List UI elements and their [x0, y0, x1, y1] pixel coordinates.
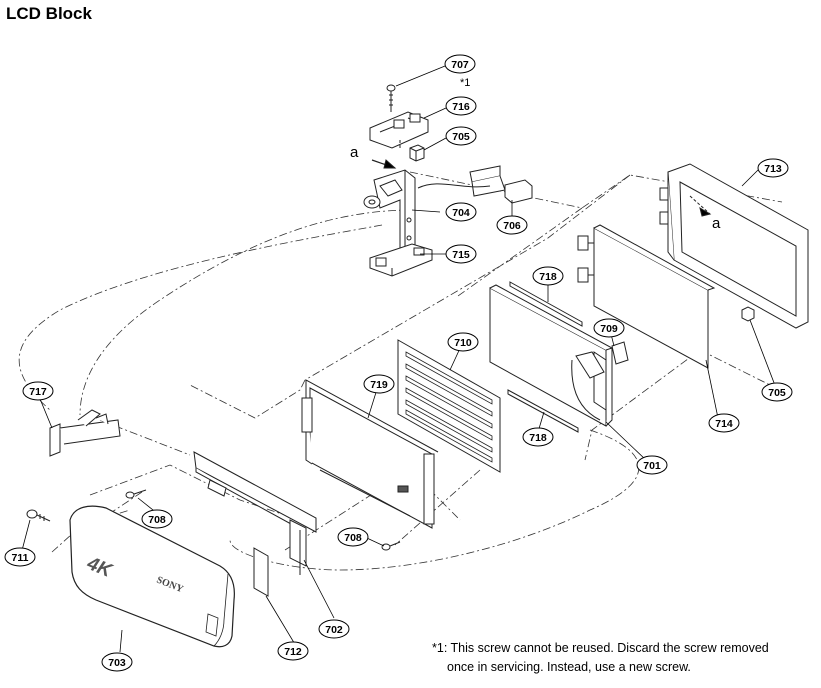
- flex-cable-706-icon: [417, 165, 533, 204]
- callout-p707: 707: [444, 54, 476, 74]
- callout-p704: 704: [445, 202, 477, 222]
- callout-label: 707: [451, 59, 469, 71]
- callout-p705a: 705: [445, 126, 477, 146]
- callout-label: 702: [325, 624, 343, 636]
- callout-p719: 719: [363, 374, 395, 394]
- callout-label: 718: [539, 271, 557, 283]
- callout-bubble: [445, 202, 477, 222]
- bracket-717-icon: [49, 409, 121, 457]
- footnote-line-2: once in servicing. Instead, use a new sc…: [447, 660, 691, 674]
- heat-sheet-710-icon: [397, 339, 501, 473]
- sheet-718-lower-icon: [507, 389, 579, 433]
- footnote-line-1: *1: This screw cannot be reused. Discard…: [432, 641, 769, 655]
- callout-label: 718: [529, 432, 547, 444]
- screw-708-left-icon: [125, 489, 147, 499]
- part-callouts: 707 716 705 704 706 715 713 718 709 710 705 717 719 7…: [4, 54, 793, 672]
- sheet-718-upper-icon: [509, 281, 583, 327]
- ref-a-right: a: [712, 215, 721, 232]
- hinge-block-704-icon: [363, 169, 416, 255]
- callout-bubble: [22, 381, 54, 401]
- callout-label: 701: [643, 460, 661, 472]
- callout-p713: 713: [757, 158, 789, 178]
- callout-label: 719: [370, 379, 388, 391]
- callout-bubble: [445, 126, 477, 146]
- callout-bubble: [445, 96, 477, 116]
- hinge-bracket-715-icon: [369, 243, 433, 277]
- callout-bubble: [447, 332, 479, 352]
- callout-p715: 715: [445, 244, 477, 264]
- callout-bubble: [532, 266, 564, 286]
- callout-bubble: [445, 244, 477, 264]
- tape-709-icon: [611, 341, 629, 365]
- callout-bubble: [4, 547, 36, 567]
- callout-label: 705: [452, 131, 470, 143]
- callout-bubble: [444, 54, 476, 74]
- screw-711-icon: [26, 509, 51, 522]
- callout-label: 715: [452, 249, 470, 261]
- hinge-assembly: [363, 84, 533, 277]
- callout-bubble: [757, 158, 789, 178]
- hinge-bracket-716-icon: [369, 111, 429, 149]
- sheet-712-icon: [253, 547, 269, 597]
- callout-p718a: 718: [532, 266, 564, 286]
- callout-p718b: 718: [522, 427, 554, 447]
- callout-bubble: [318, 619, 350, 639]
- callout-label: 705: [768, 387, 786, 399]
- callout-bubble: [761, 382, 793, 402]
- callout-bubble: [708, 413, 740, 433]
- rear-frame-719-icon: [301, 379, 439, 529]
- callout-label: 709: [600, 323, 618, 335]
- rear-board-702-icon: [193, 451, 317, 575]
- callout-p701: 701: [636, 455, 668, 475]
- callout-bubble: [141, 509, 173, 529]
- callout-bubble: [593, 318, 625, 338]
- callout-p708b: 708: [337, 527, 369, 547]
- screw-707-icon: [386, 84, 396, 112]
- callout-bubble: [337, 527, 369, 547]
- callout-label: 706: [503, 220, 521, 232]
- callout-label: 704: [452, 207, 470, 219]
- callout-p717: 717: [22, 381, 54, 401]
- callout-label: 712: [284, 646, 302, 658]
- callout-label: 708: [148, 514, 166, 526]
- screw-note-mark: *1: [460, 77, 470, 89]
- callout-bubble: [101, 652, 133, 672]
- callout-label: 713: [764, 163, 782, 175]
- callout-label: 708: [344, 532, 362, 544]
- callout-p710: 710: [447, 332, 479, 352]
- callout-p711: 711: [4, 547, 36, 567]
- callout-p716: 716: [445, 96, 477, 116]
- callout-bubble: [496, 215, 528, 235]
- callout-p702: 702: [318, 619, 350, 639]
- callout-label: 711: [12, 552, 29, 564]
- callout-p714: 714: [708, 413, 740, 433]
- callout-bubble: [636, 455, 668, 475]
- callout-p708a: 708: [141, 509, 173, 529]
- callout-label: 714: [715, 418, 733, 430]
- lcd-frame-713-icon: [659, 163, 809, 329]
- callout-label: 716: [452, 101, 470, 113]
- ref-a-left: a: [350, 144, 359, 161]
- callout-label: 703: [108, 657, 126, 669]
- callout-p706: 706: [496, 215, 528, 235]
- callout-bubble: [363, 374, 395, 394]
- spacer-705-right-icon: [741, 306, 755, 322]
- page-title: LCD Block: [6, 4, 92, 23]
- callout-label: 717: [29, 386, 47, 398]
- guide-lines: [18, 171, 783, 571]
- screw-708-right-icon: [381, 541, 401, 551]
- callout-p705b: 705: [761, 382, 793, 402]
- front-cover-703-icon: [69, 505, 235, 648]
- callout-bubble: [277, 641, 309, 661]
- callout-p703: 703: [101, 652, 133, 672]
- screw-footnote: *1: This screw cannot be reused. Discard…: [432, 639, 769, 677]
- callout-p709: 709: [593, 318, 625, 338]
- backlight-701-icon: [489, 284, 614, 427]
- callout-label: 710: [454, 337, 472, 349]
- callout-bubble: [522, 427, 554, 447]
- callout-p712: 712: [277, 641, 309, 661]
- lcd-panel-714-icon: [577, 224, 716, 369]
- spacer-705-top-icon: [409, 144, 425, 162]
